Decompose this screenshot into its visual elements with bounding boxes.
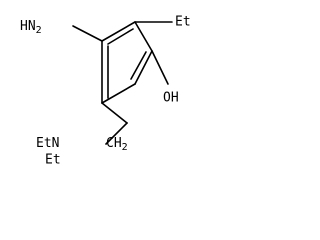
methylene-text: CH	[106, 136, 122, 151]
ring-bond-c1-c2	[101, 21, 136, 42]
ethyl-top-label: Et	[175, 15, 191, 30]
methylene-label: CH2	[106, 136, 128, 154]
amino-bond	[72, 25, 103, 42]
ring-to-methylene-bond	[101, 102, 128, 124]
methylene-to-n-bond	[105, 122, 128, 145]
diethylamino-n-text: N	[52, 136, 60, 151]
structure-canvas: HN2 Et OH EtN Et CH2	[0, 0, 217, 169]
amino-label: HN2	[20, 19, 42, 37]
diethylamino-et2-label: Et	[45, 153, 61, 168]
amino-n-text: H	[20, 19, 28, 34]
hydroxyl-bond	[151, 50, 169, 85]
diethylamino-label: EtN	[36, 136, 59, 151]
ring-double-bond-inner-right	[130, 51, 147, 80]
ring-bond-c3-c4	[134, 50, 153, 85]
ring-bond-c4-c5	[101, 83, 136, 104]
ring-bond-c2-c3	[134, 21, 153, 52]
hydroxyl-label: OH	[163, 91, 179, 106]
diethylamino-et1-text: Et	[36, 136, 52, 151]
methylene-subscript: 2	[122, 142, 128, 153]
ring-double-bond-inner-top	[107, 28, 134, 45]
amino-n-letter: N	[28, 19, 36, 34]
amino-subscript: 2	[36, 25, 42, 36]
chemical-structure-drawing: HN2 Et OH EtN Et CH2	[20, 15, 191, 168]
